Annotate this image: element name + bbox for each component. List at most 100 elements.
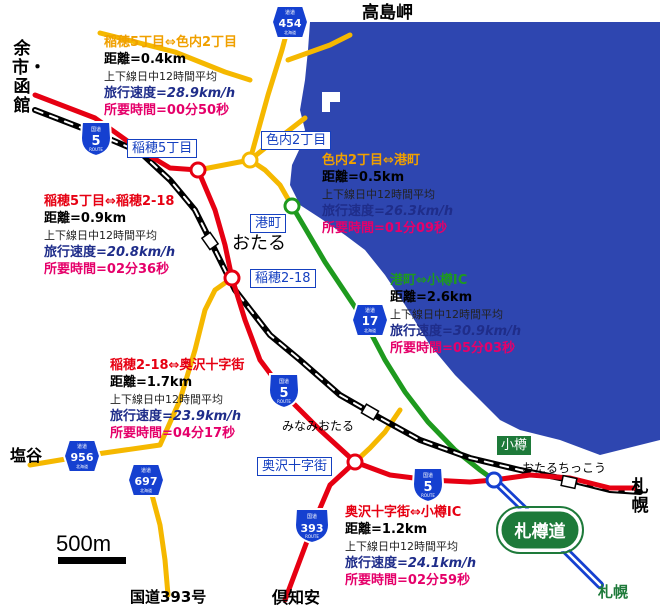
route393-name-label: 国道393号 (130, 588, 207, 606)
otaru-ic-label: 小樽 (496, 435, 533, 456)
otaru-chikko-station-mark (560, 474, 578, 490)
interval-title: 港町⇔小樽IC (390, 273, 468, 288)
route-shield-r393: 国道 393 ROUTE (293, 508, 331, 545)
route-shield-r17: 道道 17 北海道 (350, 303, 390, 337)
point-label-okusawa[interactable]: 奥沢十字街 (257, 457, 333, 476)
svg-text:道道: 道道 (365, 307, 375, 314)
svg-text:道道: 道道 (77, 443, 87, 450)
takashima-road (285, 32, 353, 63)
interval-speed: 旅行速度=26.3km/h (322, 204, 454, 219)
interval-speed: 旅行速度=30.9km/h (390, 324, 522, 339)
takashima-cape-label: 高島岬 (362, 3, 413, 23)
interval-distance: 距離=1.2km (345, 522, 428, 537)
route-shield-r956: 道道 956 北海道 (62, 439, 102, 473)
interval-block-ironai2-minatomachi: 色内2丁目⇔港町 距離=0.5km 上下線日中12時間平均 旅行速度=26.3k… (322, 152, 453, 237)
route-shield-r454: 道道 454 北海道 (270, 5, 310, 39)
sapporo-rail-label: 札幌 (631, 477, 649, 516)
junction-inaho5[interactable] (189, 161, 207, 179)
route-shield-r5-se: 国道 5 ROUTE (411, 467, 445, 504)
route-shield-r5-nw: 国道 5 ROUTE (79, 121, 113, 158)
point-label-inaho218[interactable]: 稲穂2-18 (250, 269, 316, 288)
yoichi-road (97, 30, 253, 83)
interval-avg-note: 上下線日中12時間平均 (390, 308, 503, 321)
interval-distance: 距離=0.4km (104, 52, 187, 67)
interval-speed: 旅行速度=23.9km/h (110, 409, 242, 424)
interval-title: 色内2丁目⇔港町 (322, 153, 420, 168)
svg-text:5: 5 (279, 386, 288, 401)
svg-text:5: 5 (423, 480, 432, 495)
svg-text:ROUTE: ROUTE (421, 493, 435, 498)
interval-title: 稲穂2-18⇔奥沢十字街 (110, 358, 245, 373)
svg-text:国道: 国道 (91, 126, 101, 133)
scale-label: 500m (56, 531, 112, 556)
interval-speed: 旅行速度=28.9km/h (104, 86, 236, 101)
interval-block-inaho5-ironai2: 稲穂5丁目⇔色内2丁目 距離=0.4km 上下線日中12時間平均 旅行速度=28… (104, 34, 237, 119)
interval-block-inaho5-inaho218: 稲穂5丁目⇔稲穂2-18 距離=0.9km 上下線日中12時間平均 旅行速度=2… (44, 193, 175, 278)
route-shield-r5-mid: 国道 5 ROUTE (267, 373, 301, 410)
route956-road (27, 275, 235, 468)
svg-text:ROUTE: ROUTE (89, 147, 103, 152)
interval-time: 所要時間=02分59秒 (345, 573, 471, 588)
otaru-chikko-station-label: おたるちっこう (522, 461, 607, 475)
otaru-station-mark (200, 231, 220, 251)
sapporo-expressway-label: 札幌 (598, 583, 629, 601)
interval-time: 所要時間=05分03秒 (390, 341, 516, 356)
junction-inaho218[interactable] (223, 269, 241, 287)
point-label-ironai2[interactable]: 色内2丁目 (261, 131, 332, 150)
interval-avg-note: 上下線日中12時間平均 (44, 229, 157, 242)
inaho-ironai-road (195, 157, 253, 173)
expressway-badge: 札樽道 (496, 506, 584, 554)
interval-avg-note: 上下線日中12時間平均 (345, 540, 458, 553)
point-label-minatomachi[interactable]: 港町 (250, 214, 287, 233)
svg-text:956: 956 (71, 451, 94, 464)
svg-text:北海道: 北海道 (140, 487, 152, 493)
interval-avg-note: 上下線日中12時間平均 (322, 188, 435, 201)
svg-text:札樽道: 札樽道 (514, 521, 566, 542)
point-label-inaho5[interactable]: 稲穂5丁目 (127, 139, 198, 158)
svg-text:北海道: 北海道 (284, 29, 296, 35)
svg-text:ROUTE: ROUTE (305, 534, 319, 539)
interval-time: 所要時間=01分09秒 (322, 221, 448, 236)
shioya-label: 塩谷 (10, 446, 43, 465)
interval-distance: 距離=1.7km (110, 375, 193, 390)
svg-text:ROUTE: ROUTE (277, 399, 291, 404)
svg-text:北海道: 北海道 (76, 463, 88, 469)
svg-text:5: 5 (91, 134, 100, 149)
svg-text:国道: 国道 (279, 378, 289, 385)
minami-otaru-station-mark (360, 403, 380, 421)
interval-time: 所要時間=04分17秒 (110, 426, 236, 441)
interval-title: 奥沢十字街⇔小樽IC (345, 505, 462, 520)
junction-otaru-ic[interactable] (485, 471, 503, 489)
junction-okusawa[interactable] (346, 453, 364, 471)
interval-speed: 旅行速度=20.8km/h (44, 245, 176, 260)
interval-distance: 距離=2.6km (390, 290, 473, 305)
svg-text:道道: 道道 (285, 9, 295, 16)
interval-speed: 旅行速度=24.1km/h (345, 556, 477, 571)
svg-text:697: 697 (135, 475, 158, 488)
interval-distance: 距離=0.9km (44, 211, 127, 226)
interval-avg-note: 上下線日中12時間平均 (110, 393, 223, 406)
scale-bar (58, 557, 126, 564)
svg-text:454: 454 (279, 17, 302, 30)
interval-distance: 距離=0.5km (322, 170, 405, 185)
interval-time: 所要時間=02分36秒 (44, 262, 170, 277)
svg-text:国道: 国道 (307, 513, 317, 520)
sea-area (290, 22, 660, 455)
interval-title: 稲穂5丁目⇔稲穂2-18 (44, 194, 175, 209)
interval-avg-note: 上下線日中12時間平均 (104, 70, 217, 83)
otaru-station-label: おたる (232, 233, 286, 254)
ironai-minato-road (247, 157, 295, 209)
yoichi-hakodate-label: 余市・函館 (12, 39, 46, 116)
svg-text:北海道: 北海道 (364, 327, 376, 333)
interval-time: 所要時間=00分50秒 (104, 103, 230, 118)
kutchan-label: 倶知安 (272, 588, 321, 607)
interval-block-minatomachi-otaruic: 港町⇔小樽IC 距離=2.6km 上下線日中12時間平均 旅行速度=30.9km… (390, 272, 521, 357)
junction-minatomachi[interactable] (283, 197, 301, 215)
minami-otaru-station-label: みなみおたる (282, 419, 355, 433)
svg-text:393: 393 (301, 522, 324, 535)
interval-title: 稲穂5丁目⇔色内2丁目 (104, 35, 237, 50)
interval-block-okusawa-otaruic: 奥沢十字街⇔小樽IC 距離=1.2km 上下線日中12時間平均 旅行速度=24.… (345, 504, 476, 589)
junction-ironai2[interactable] (241, 151, 259, 169)
svg-text:国道: 国道 (423, 472, 433, 479)
